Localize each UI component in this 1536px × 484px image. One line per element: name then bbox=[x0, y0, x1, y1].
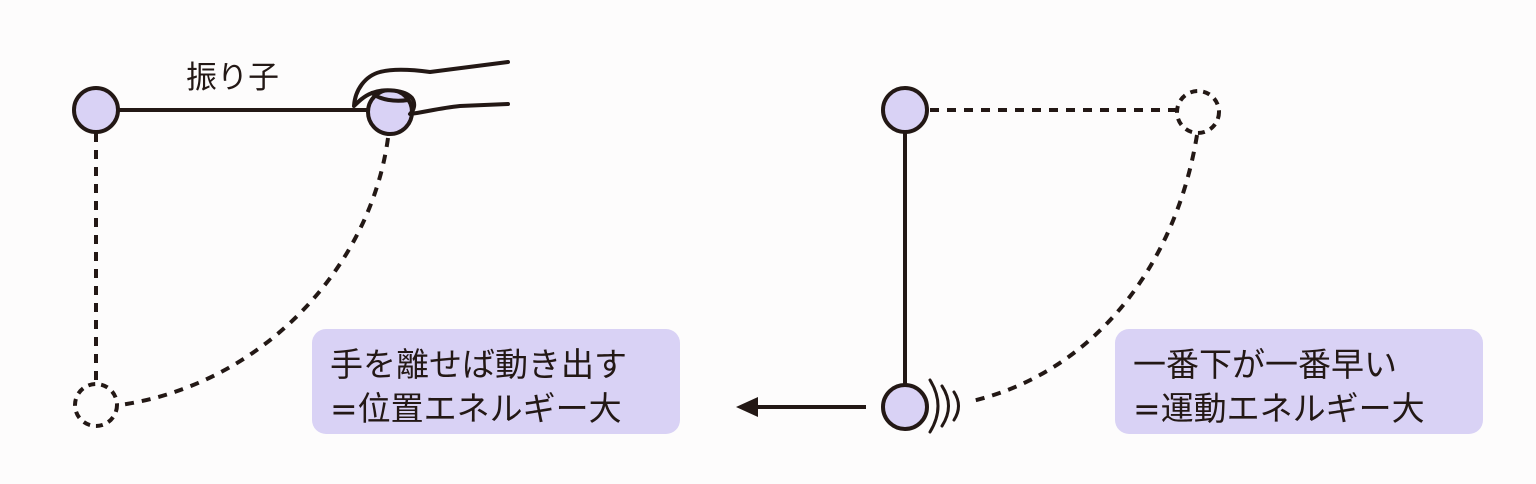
pendulum-label: 振り子 bbox=[186, 60, 279, 96]
right-top-ghost-bob bbox=[1175, 89, 1221, 135]
left-swing-arc-dotted bbox=[119, 137, 390, 407]
kinetic-caption-line1: 一番下が一番早い bbox=[1133, 345, 1397, 384]
kinetic-caption-line2: =運動エネルギー大 bbox=[1133, 389, 1425, 428]
arrow-left-icon bbox=[736, 397, 866, 417]
potential-caption-line2: =位置エネルギー大 bbox=[330, 389, 622, 428]
motion-lines-icon bbox=[928, 378, 960, 434]
right-swing-arc-dotted bbox=[967, 134, 1199, 404]
hand-icon bbox=[352, 60, 510, 116]
potential-caption-line1: 手を離せば動き出す bbox=[330, 345, 627, 384]
right-bottom-bob bbox=[881, 383, 929, 431]
right-pivot-bob bbox=[881, 86, 929, 134]
left-pivot-bob bbox=[72, 86, 120, 134]
potential-energy-caption: 手を離せば動き出す =位置エネルギー大 bbox=[312, 329, 680, 434]
left-bottom-ghost-bob bbox=[73, 382, 119, 428]
kinetic-energy-caption: 一番下が一番早い =運動エネルギー大 bbox=[1115, 329, 1483, 434]
